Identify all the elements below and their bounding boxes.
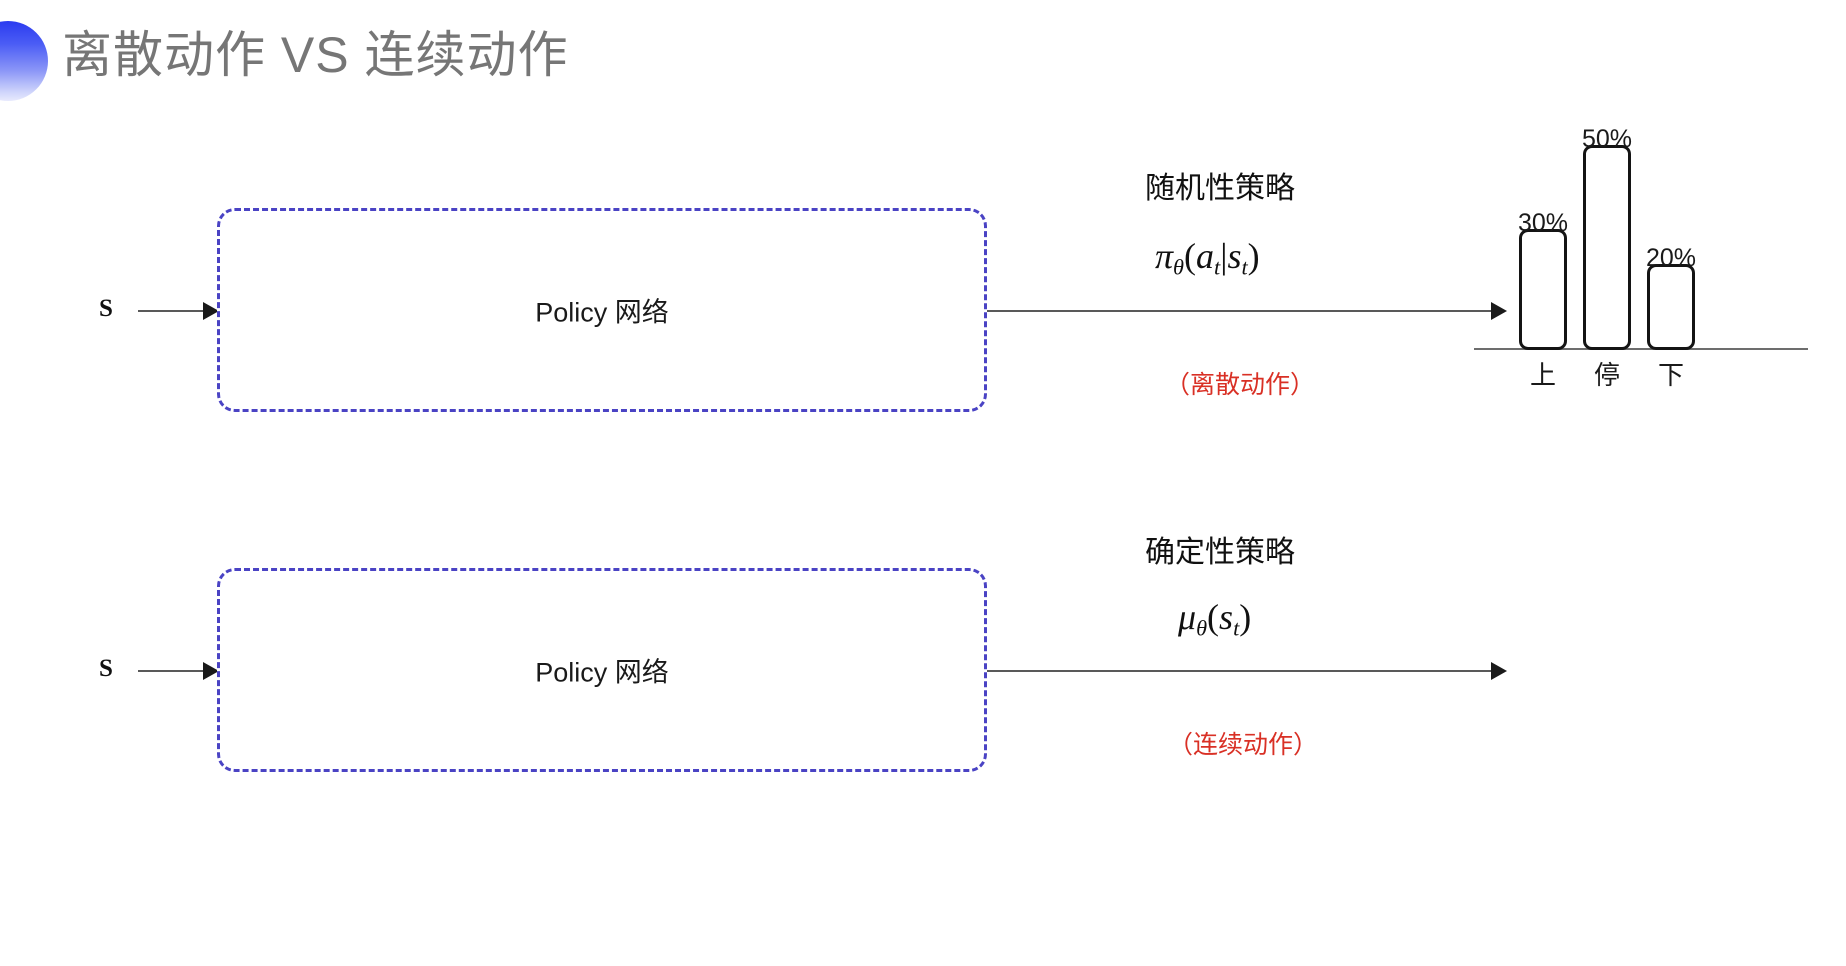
continuous-action-row: S Policy 网络 确定性策略 μθ(st) （连续动作） [0,480,1846,966]
formula-mu: μ [1178,597,1197,637]
formula-theta: θ [1196,615,1208,641]
formula-s-sub: t [1241,254,1248,280]
formula-theta: θ [1173,254,1185,280]
continuous-action-tag: （连续动作） [1168,731,1319,759]
bar-category-stop: 停 [1593,360,1620,390]
bar-value-up: 30% [1517,209,1569,237]
input-arrow-line-continuous [138,670,212,672]
policy-type-label-discrete: 随机性策略 [1145,172,1295,205]
bar-stop [1583,145,1631,350]
action-probability-bar-chart: 30% 上 50% 停 20% 下 [1468,96,1813,396]
formula-open-paren: ( [1207,597,1220,637]
policy-network-label-continuous: Policy 网络 [535,657,669,688]
policy-network-box-discrete[interactable]: Policy 网络 [217,208,987,412]
bar-value-stop: 50% [1581,125,1633,153]
deterministic-policy-formula: μθ(st) [1178,596,1251,642]
triangle-right-icon [1491,302,1507,320]
policy-network-label-discrete: Policy 网络 [535,297,669,328]
bar-value-down: 20% [1645,244,1697,272]
triangle-right-icon [203,302,219,320]
output-arrow-line-discrete [987,310,1500,312]
page-title: 离散动作 VS 连续动作 [62,27,569,83]
formula-s: s [1219,597,1234,637]
policy-type-label-continuous: 确定性策略 [1145,536,1295,569]
formula-close-paren: ) [1239,597,1252,637]
stochastic-policy-formula: πθ(at|st) [1155,235,1260,281]
policy-network-box-continuous[interactable]: Policy 网络 [217,568,987,772]
bar-category-up: 上 [1529,360,1556,390]
formula-a-sub: t [1214,254,1221,280]
formula-close-paren: ) [1247,236,1260,276]
formula-s-sub: t [1233,615,1240,641]
output-arrow-line-continuous [987,670,1500,672]
bar-up [1519,229,1567,350]
discrete-action-tag: （离散动作） [1165,371,1316,399]
input-arrow-line-discrete [138,310,212,312]
chart-x-axis [1474,348,1808,350]
bar-down [1647,264,1695,350]
formula-open-paren: ( [1184,236,1197,276]
input-state-label-continuous: S [99,655,113,682]
formula-condition-bar: | [1220,236,1228,276]
discrete-action-row: S Policy 网络 随机性策略 πθ(at|st) （离散动作） 30% 上… [0,0,1846,480]
formula-pi: π [1155,236,1174,276]
formula-s: s [1227,236,1242,276]
formula-a: a [1196,236,1215,276]
triangle-right-icon [1491,662,1507,680]
triangle-right-icon [203,662,219,680]
bar-category-down: 下 [1657,360,1684,390]
input-state-label-discrete: S [99,295,113,322]
